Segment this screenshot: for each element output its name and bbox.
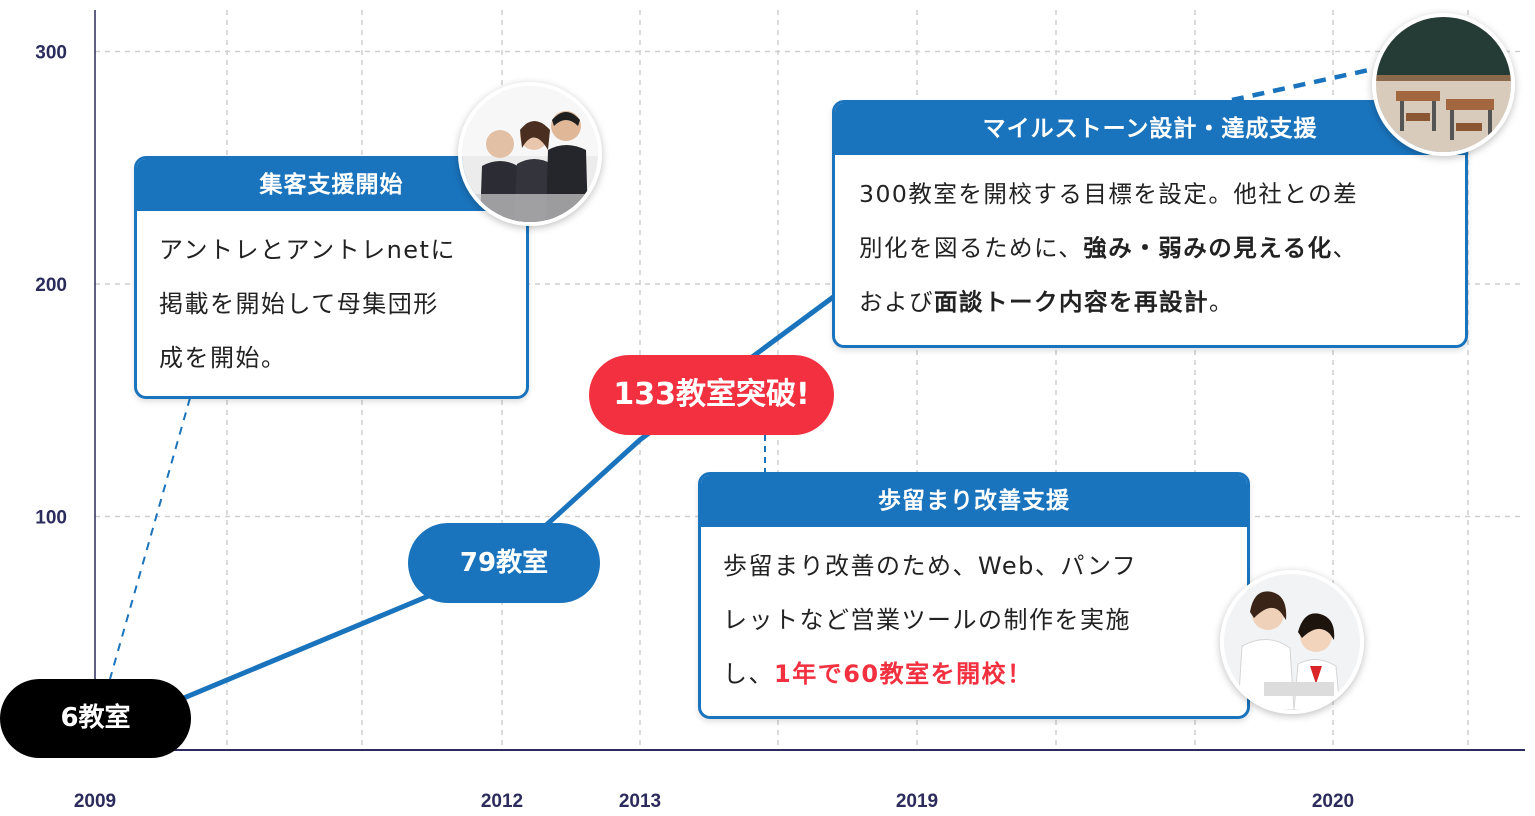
x-tick-label: 2012 (481, 791, 523, 812)
x-tick-label: 2013 (619, 791, 661, 812)
photo-business-people-image (462, 86, 598, 222)
card-customer-acquisition: 集客支援開始 アントレとアントレnetに 掲載を開始して母集団形 成を開始。 (134, 156, 529, 399)
label-peak-pill: 133教室突破! (589, 355, 834, 435)
photo-student-teacher-image (1224, 574, 1360, 710)
label-start: 6教室 (60, 703, 131, 733)
card-text: 。 (1209, 288, 1234, 316)
card-line: 歩留まり改善のため、Web、パンフ (723, 552, 1138, 580)
card-line: 成を開始。 (159, 344, 287, 372)
card-line: し、1年で60教室を開校！ (723, 647, 1225, 701)
series-line (92, 232, 920, 738)
card-emphasis: 1年で60教室を開校！ (774, 660, 1033, 688)
y-tick-label: 300 (35, 43, 67, 64)
connector-dashed (109, 397, 191, 680)
card-body: 300教室を開校する目標を設定。他社との差 別化を図るために、強み・弱みの見える… (835, 155, 1465, 329)
card-yield-improvement: 歩留まり改善支援 歩留まり改善のため、Web、パンフ レットなど営業ツールの制作… (698, 472, 1250, 719)
y-tick-label: 200 (35, 275, 67, 296)
x-tick-label: 2019 (896, 791, 938, 812)
label-start-pill: 6教室 (0, 679, 191, 758)
x-tick-label: 2020 (1312, 791, 1354, 812)
card-line: レットなど営業ツールの制作を実施 (723, 606, 1131, 634)
card-line: および面談トーク内容を再設計。 (859, 275, 1443, 329)
connector-dashed (1231, 65, 1379, 103)
card-title: 歩留まり改善支援 (701, 475, 1247, 527)
card-line: アントレとアントレnetに (159, 236, 456, 264)
photo-business-people (458, 82, 602, 226)
card-line: 別化を図るために、強み・弱みの見える化、 (859, 221, 1443, 275)
photo-classroom-image (1376, 17, 1511, 152)
card-line: 掲載を開始して母集団形 (159, 290, 439, 318)
photo-classroom (1372, 13, 1515, 156)
card-line: 300教室を開校する目標を設定。他社との差 (859, 180, 1359, 208)
card-text: 別化を図るために、 (859, 234, 1084, 262)
card-body: 歩留まり改善のため、Web、パンフ レットなど営業ツールの制作を実施 し、1年で… (701, 527, 1247, 701)
card-body: アントレとアントレnetに 掲載を開始して母集団形 成を開始。 (137, 211, 526, 385)
label-mid-pill: 79教室 (408, 523, 600, 603)
card-text: および (859, 288, 934, 316)
label-mid: 79教室 (459, 548, 549, 578)
card-text: 、 (1332, 234, 1358, 262)
card-milestone-design: マイルストーン設計・達成支援 300教室を開校する目標を設定。他社との差 別化を… (832, 100, 1468, 348)
y-tick-label: 100 (35, 508, 67, 529)
card-emphasis: 面談トーク内容を再設計 (934, 288, 1209, 316)
card-emphasis: 強み・弱みの見える化 (1083, 234, 1333, 262)
x-tick-label: 2009 (74, 791, 116, 812)
card-text: し、 (723, 660, 774, 688)
card-title: マイルストーン設計・達成支援 (835, 103, 1465, 155)
label-peak: 133教室突破! (613, 377, 810, 412)
photo-student-teacher (1220, 570, 1364, 714)
